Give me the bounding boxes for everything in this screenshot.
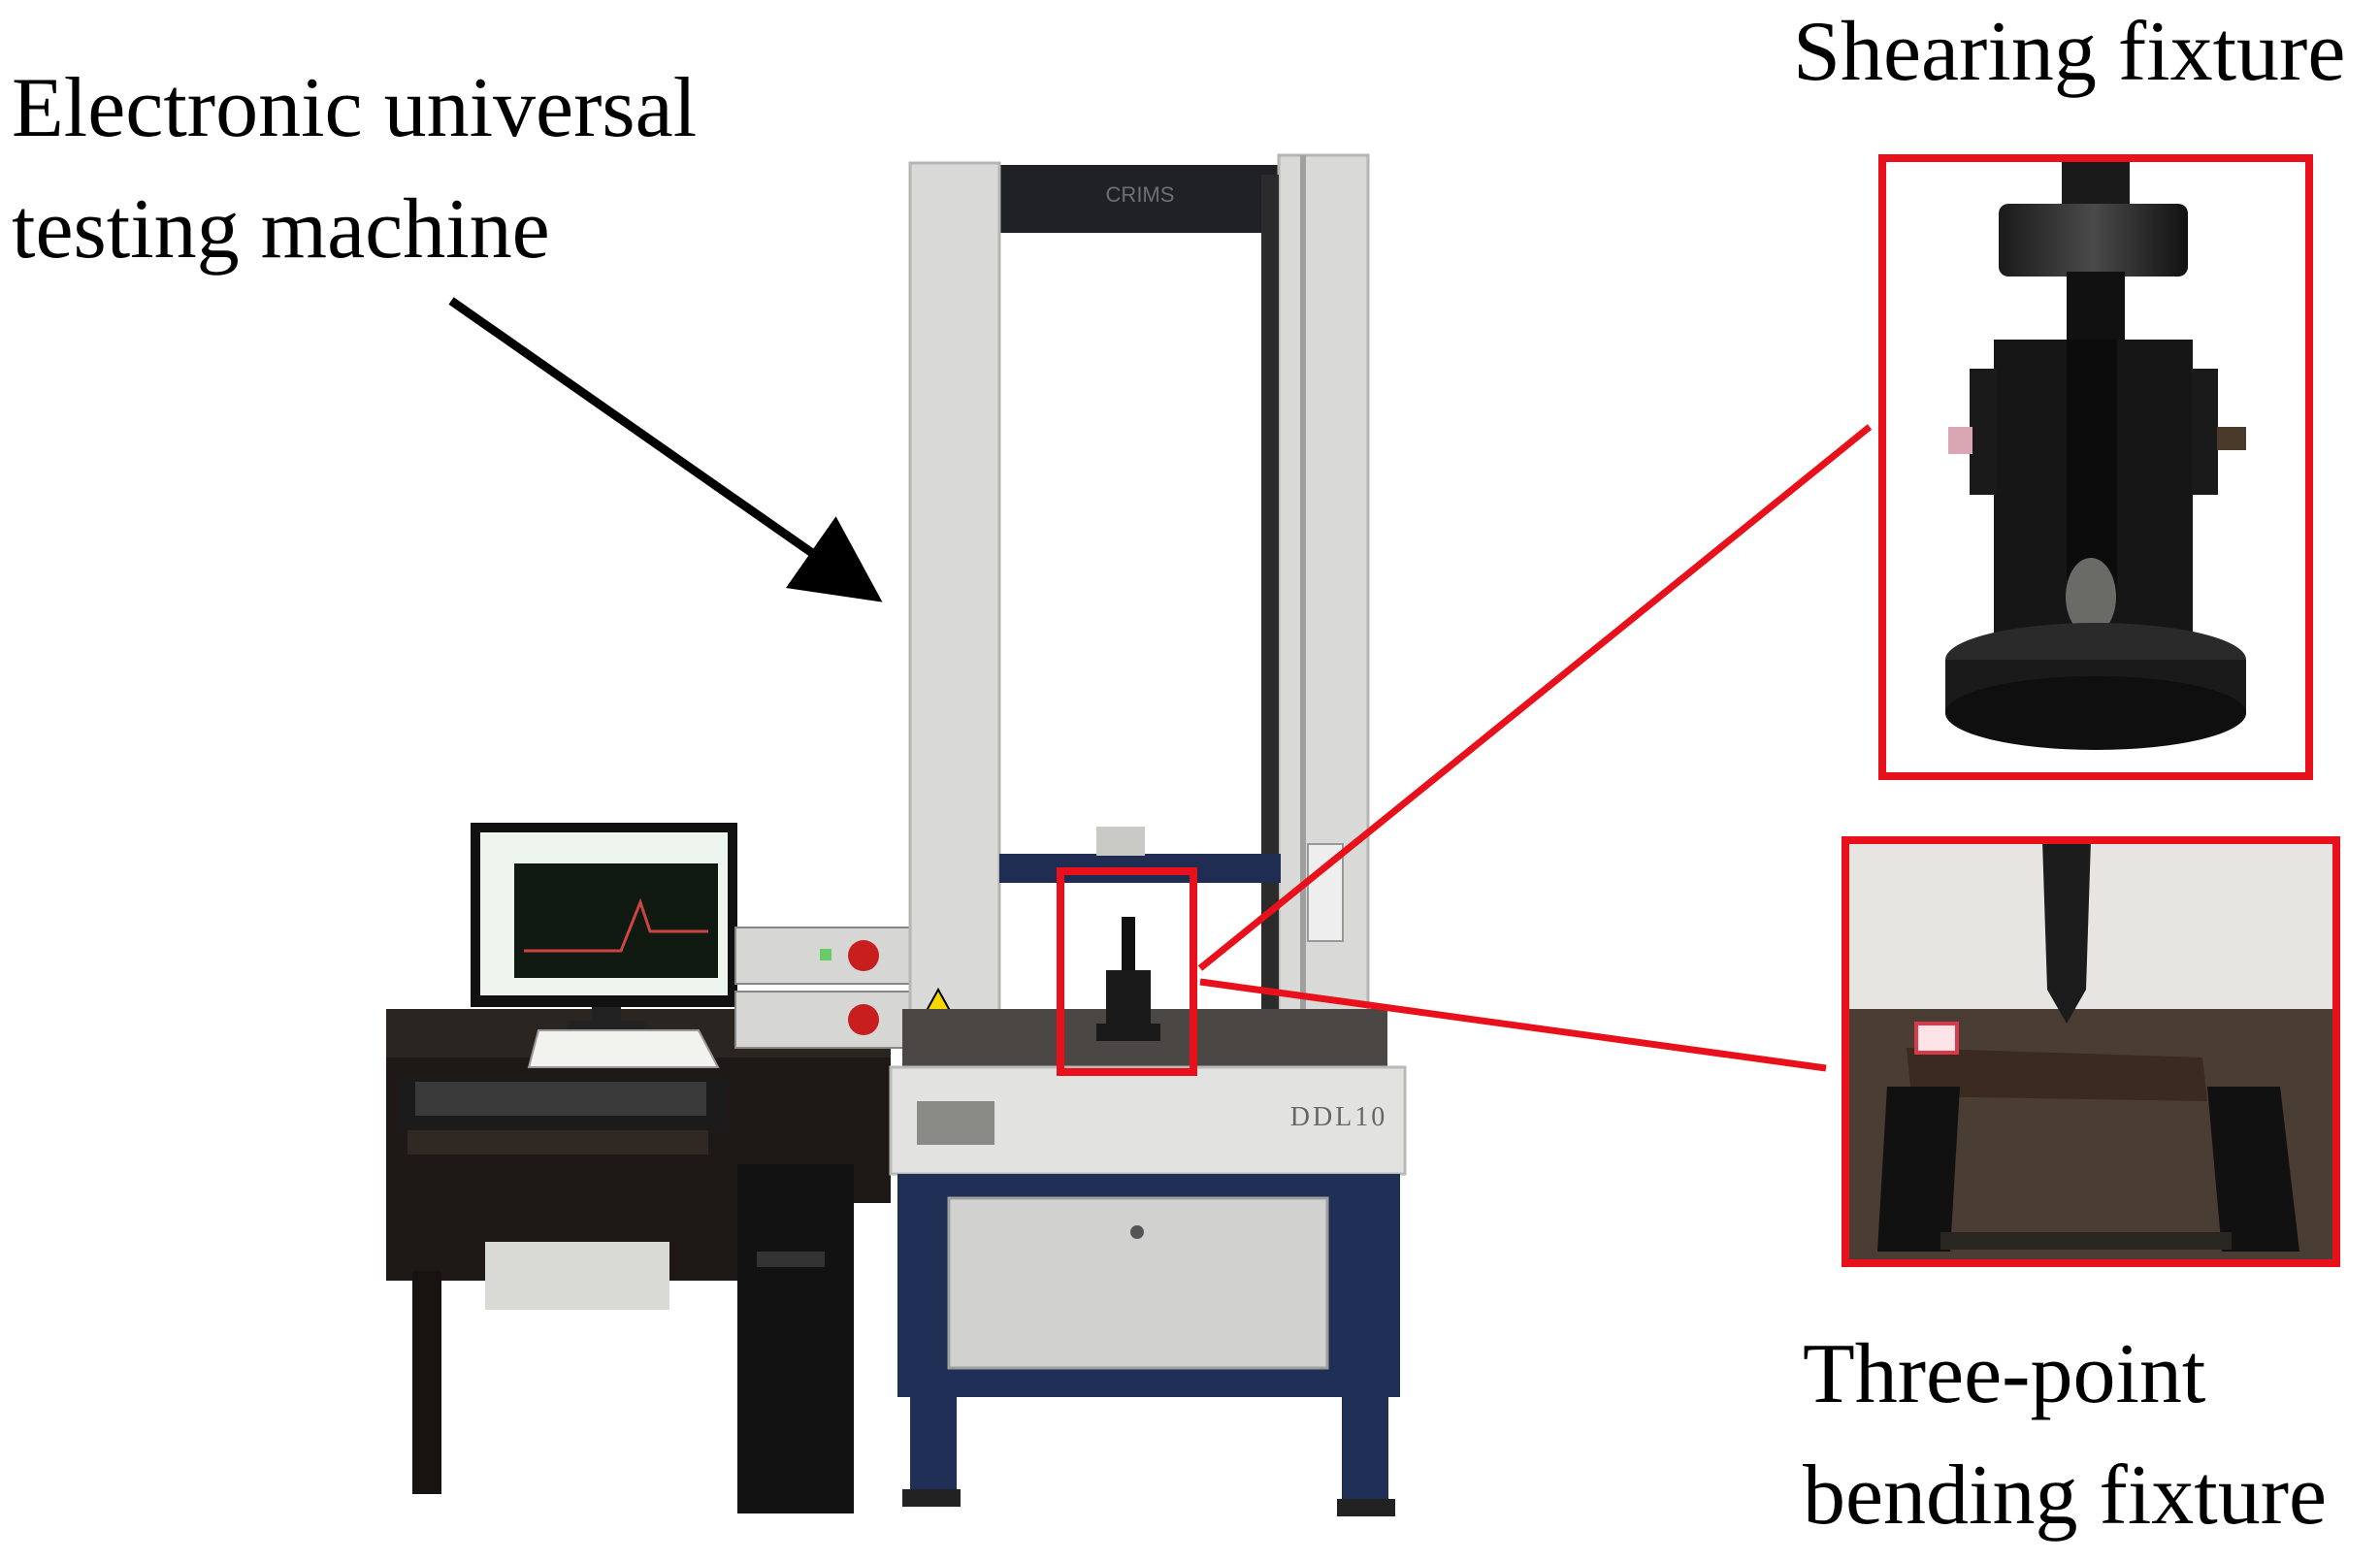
keyboard-tray — [398, 1077, 728, 1130]
bending-fixture-inset — [1845, 840, 2336, 1263]
machine-label: Electronic universal testing machine — [12, 49, 697, 291]
pointer-arrow — [448, 297, 883, 602]
shearing-fixture-label: Shearing fixture — [1793, 5, 2346, 99]
bend-callout-line — [1199, 978, 1827, 1072]
bending-fixture-frame — [1842, 836, 2340, 1267]
machine-label-line2: testing machine — [12, 181, 550, 277]
bending-fixture-label: Three-point bending fixture — [1803, 1315, 2327, 1557]
monitor — [471, 823, 737, 1030]
machine-label-line1: Electronic universal — [12, 61, 698, 155]
machine-brand-mark: CRIMS — [1106, 182, 1175, 207]
shearing-fixture-inset — [1882, 158, 2309, 776]
shearing-fixture-frame — [1878, 154, 2313, 780]
bending-label-line1: Three-point — [1803, 1327, 2206, 1421]
machine-model-mark: DDL10 — [1290, 1102, 1388, 1132]
controller-box — [734, 927, 911, 1049]
testing-machine — [889, 153, 1407, 1516]
bending-label-line2: bending fixture — [1803, 1448, 2328, 1543]
machine-zoom-box — [1057, 867, 1197, 1076]
paper-stack — [527, 1029, 720, 1068]
shear-callout-line — [1197, 424, 1873, 971]
